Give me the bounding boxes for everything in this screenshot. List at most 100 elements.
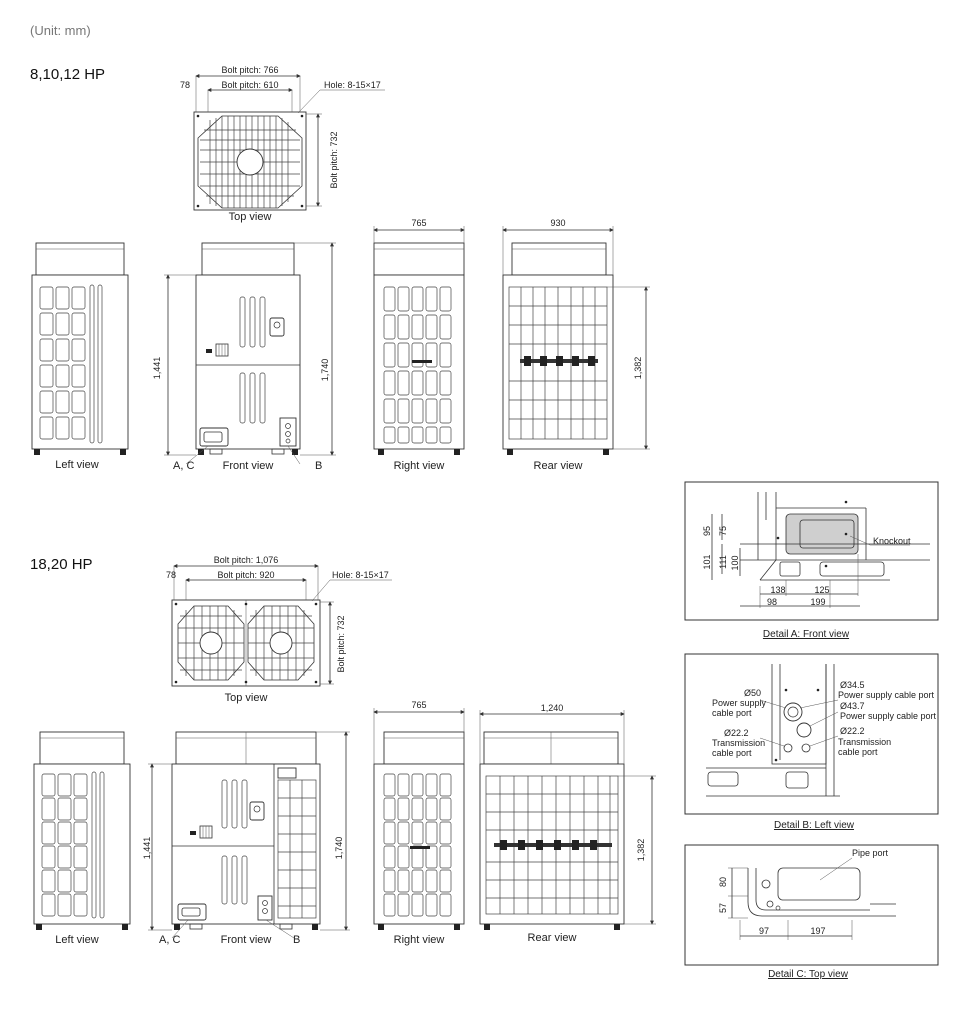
detail-c: Pipe port 80 57 97 197 Detail C: Top vie…	[684, 844, 939, 980]
section-title: 8,10,12 HP	[30, 66, 105, 83]
knockout-label: Knockout	[873, 536, 911, 546]
pipe-panel-outline	[747, 868, 870, 917]
bolt-pitch-side: Bolt pitch: 732	[336, 615, 346, 672]
trans-right-1: Transmission	[838, 737, 891, 747]
fan-guard-octagon	[197, 115, 303, 209]
height-1740: 1,740	[334, 837, 344, 860]
height-1441: 1,441	[142, 837, 152, 860]
front-view-s1: 1,441 1,740 A, C Front view B	[152, 242, 336, 472]
power-left-1: Power supply	[712, 698, 767, 708]
dim-138: 138	[770, 585, 785, 595]
offset-dim: 78	[180, 80, 190, 90]
section-18-20-hp: 18,20 HP Bolt pitch: 1,076 Bolt pitch: 9…	[30, 555, 656, 946]
fan-housing	[511, 242, 607, 276]
rear-view-caption: Rear view	[534, 460, 583, 472]
bolt-pitch-inner: Bolt pitch: 920	[217, 570, 274, 580]
trans-right-2: cable port	[838, 747, 878, 757]
right-view-s2: 765 Right view	[373, 700, 465, 946]
port-d43	[796, 722, 812, 738]
left-view-caption: Left view	[55, 934, 98, 946]
front-view-s2: 1,441 1,740 A, C Front view B	[142, 731, 350, 946]
height-1382: 1,382	[636, 839, 646, 862]
hole-spec: Hole: 8-15×17	[332, 570, 389, 580]
label-b: B	[293, 934, 300, 946]
bolt-pitch-outer: Bolt pitch: 766	[221, 65, 278, 75]
width-765: 765	[411, 218, 426, 228]
d22-right-label: Ø22.2	[840, 726, 865, 736]
fan-housing	[373, 242, 465, 276]
detail-c-caption: Detail C: Top view	[768, 969, 849, 980]
port-b	[257, 895, 273, 921]
width-1240: 1,240	[541, 703, 564, 713]
power-left-2: cable port	[712, 708, 752, 718]
power-right-a: Power supply cable port	[838, 690, 935, 700]
detail-b-caption: Detail B: Left view	[774, 820, 855, 831]
detail-a-caption: Detail A: Front view	[763, 629, 850, 640]
fan-hub-left	[199, 631, 223, 655]
left-view-s2: Left view	[33, 731, 131, 946]
dim-199: 199	[810, 597, 825, 607]
rear-view-s1: 930 1,382 Rear view	[502, 218, 650, 472]
height-1382: 1,382	[633, 357, 643, 380]
d22-left-label: Ø22.2	[724, 728, 749, 738]
dim-97: 97	[759, 926, 769, 936]
fan-housing	[201, 242, 295, 276]
detail-frame	[684, 844, 939, 966]
dim-80: 80	[718, 877, 728, 887]
fan-guard-octagon-right	[247, 605, 315, 681]
offset-dim: 78	[166, 570, 176, 580]
section-8-10-12-hp: 8,10,12 HP	[30, 65, 650, 472]
dim-75: 75	[718, 526, 728, 536]
port-d22-right	[801, 743, 811, 753]
section-title: 18,20 HP	[30, 556, 93, 573]
dim-111: 111	[718, 555, 728, 569]
front-view-caption: Front view	[223, 460, 274, 472]
louver-panels	[39, 284, 103, 444]
detail-b: Ø50 Power supply cable port Ø34.5 Power …	[684, 653, 939, 831]
right-view-caption: Right view	[394, 460, 445, 472]
height-1740: 1,740	[320, 359, 330, 382]
detail-frame	[684, 653, 939, 815]
top-view-caption: Top view	[229, 211, 272, 223]
right-view-s1: 765 Right view	[373, 218, 465, 472]
left-view-s1: Left view	[31, 242, 129, 471]
trans-left-2: cable port	[712, 748, 752, 758]
dim-100: 100	[730, 555, 740, 570]
port-d22-left	[783, 743, 793, 753]
hole-spec: Hole: 8-15×17	[324, 80, 381, 90]
dim-197: 197	[810, 926, 825, 936]
width-930: 930	[550, 218, 565, 228]
trans-left-1: Transmission	[712, 738, 765, 748]
dim-57: 57	[718, 903, 728, 913]
detail-a: Knockout 95 75 101 111 100 138 125 98 19…	[684, 481, 939, 640]
bolt-pitch-side: Bolt pitch: 732	[329, 131, 339, 188]
fan-housing	[39, 731, 125, 765]
width-765: 765	[411, 700, 426, 710]
fan-housing	[383, 731, 465, 765]
top-view-s1: Bolt pitch: 766 Bolt pitch: 610 78 Hole:…	[180, 65, 385, 223]
pipe-port-label: Pipe port	[852, 848, 889, 858]
fan-housing	[35, 242, 125, 276]
rear-view-s2: 1,240 1,382 Rear view	[479, 703, 656, 944]
left-view-caption: Left view	[55, 459, 98, 471]
fan-hub-right	[269, 631, 293, 655]
fan-cover-tab	[277, 767, 297, 779]
bolt-pitch-outer: Bolt pitch: 1,076	[214, 555, 279, 565]
height-1441: 1,441	[152, 357, 162, 380]
top-view-s2: Bolt pitch: 1,076 Bolt pitch: 920 78 Hol…	[166, 555, 392, 704]
front-view-caption: Front view	[221, 934, 272, 946]
dim-95: 95	[702, 526, 712, 536]
dim-101: 101	[702, 554, 712, 569]
label-a-c: A, C	[173, 460, 194, 472]
label-a-c: A, C	[159, 934, 180, 946]
right-view-caption: Right view	[394, 934, 445, 946]
bolt-pitch-inner: Bolt pitch: 610	[221, 80, 278, 90]
dim-125: 125	[814, 585, 829, 595]
power-right-b: Power supply cable port	[840, 711, 937, 721]
louver-panels	[41, 771, 105, 919]
rear-view-caption: Rear view	[528, 932, 577, 944]
dim-98: 98	[767, 597, 777, 607]
label-b: B	[315, 460, 322, 472]
unit-note: (Unit: mm)	[30, 23, 91, 38]
